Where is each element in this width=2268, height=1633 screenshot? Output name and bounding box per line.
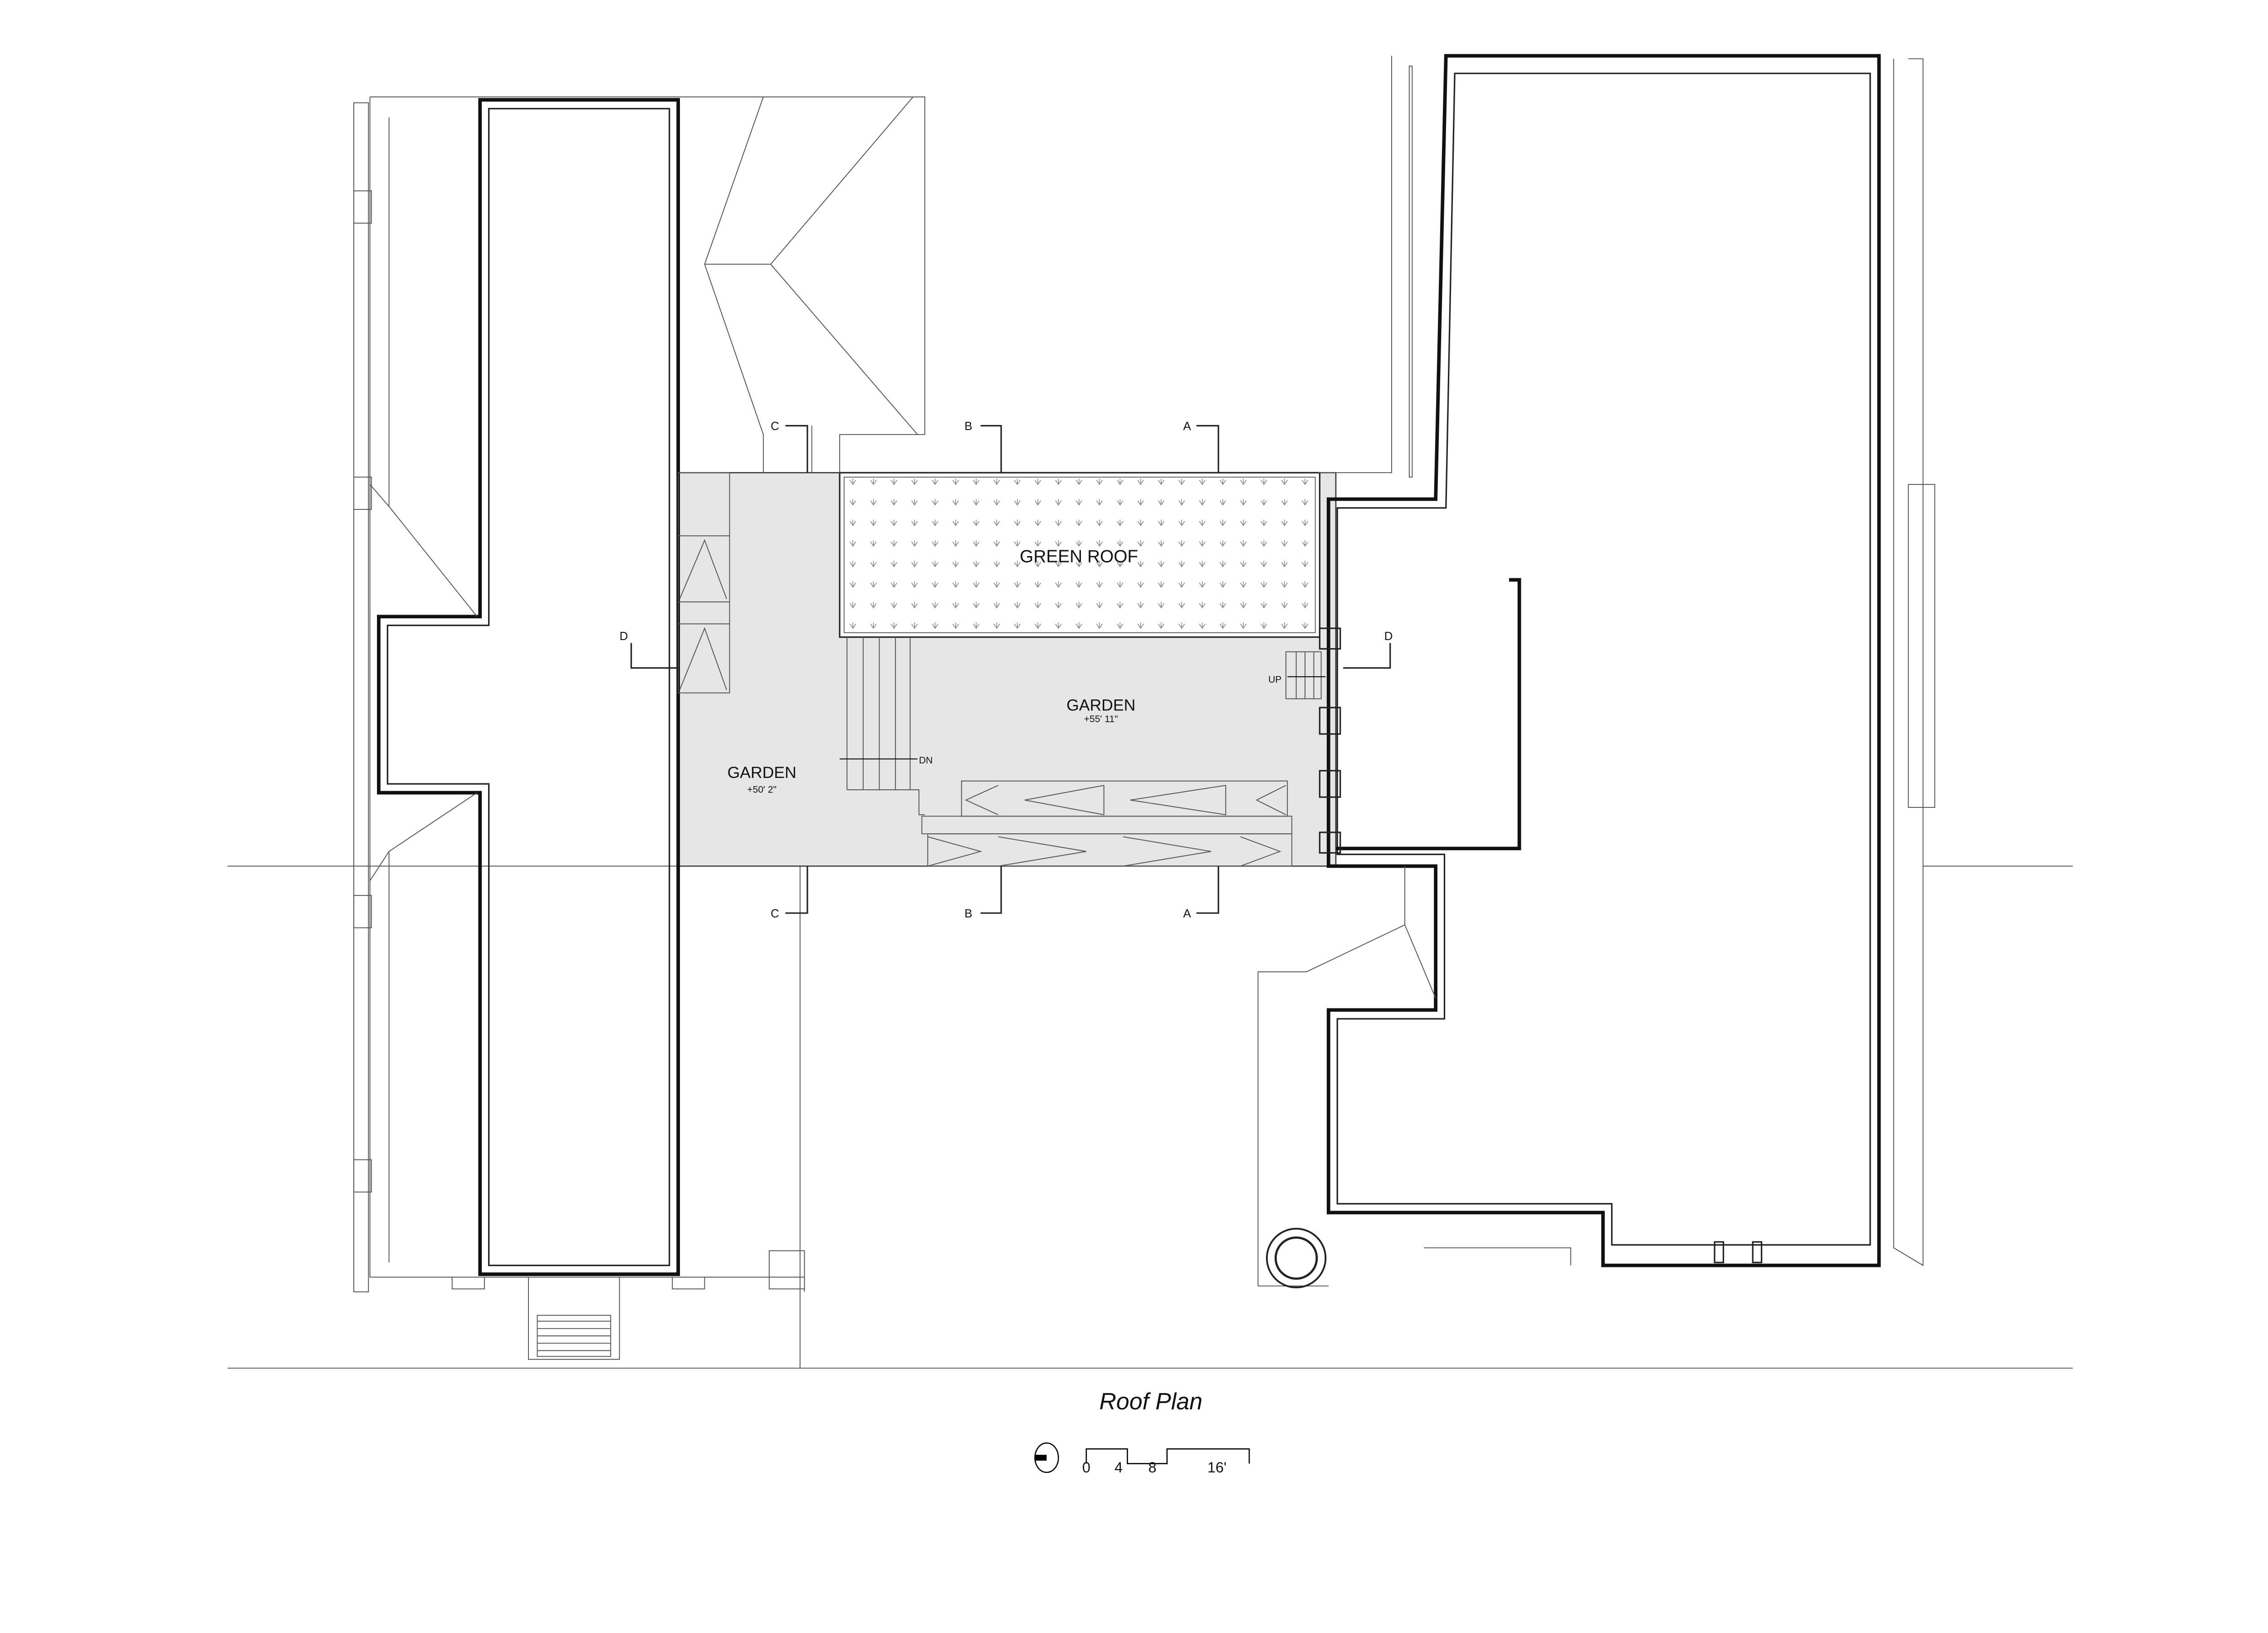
section-d-right: D — [1384, 630, 1393, 643]
section-markers — [630, 425, 1391, 914]
ground-lines — [227, 865, 2073, 1369]
green-roof — [839, 472, 1321, 638]
right-building — [1257, 54, 1936, 1289]
hip-roof — [704, 96, 918, 473]
garden-lower-elevation: +50' 2" — [747, 785, 777, 795]
planters-bottom — [921, 780, 1292, 867]
garden-upper-elevation: +55' 11" — [1084, 714, 1118, 724]
section-c-bottom: C — [771, 908, 779, 920]
stair-down-label: DN — [919, 755, 933, 766]
round-tower — [1266, 1227, 1327, 1289]
plan-svg: GREEN ROOF GARDEN +55' 11" GARDEN +50' 2… — [227, 54, 2073, 1476]
scale-tick-16: 16' — [1207, 1459, 1227, 1476]
drawing-title: Roof Plan — [1100, 1388, 1202, 1414]
section-a-top: A — [1183, 420, 1191, 433]
section-d-left: D — [620, 630, 628, 643]
stair-up-label: UP — [1268, 675, 1281, 685]
scale-bar — [1085, 1448, 1250, 1464]
section-b-top: B — [964, 420, 972, 433]
stair-up — [1285, 651, 1326, 699]
section-b-bottom: B — [964, 908, 972, 920]
north-arrow-icon — [1034, 1442, 1059, 1473]
garden-upper-label: GARDEN — [1066, 696, 1135, 714]
scale-tick-8: 8 — [1148, 1459, 1156, 1476]
section-a-bottom: A — [1183, 908, 1191, 920]
section-c-top: C — [771, 420, 779, 433]
stair-down — [840, 637, 925, 816]
garden-lower-label: GARDEN — [728, 763, 797, 782]
scale-tick-4: 4 — [1114, 1459, 1123, 1476]
green-roof-label: GREEN ROOF — [1020, 547, 1138, 566]
scale-tick-0: 0 — [1082, 1459, 1090, 1476]
planters-left — [678, 472, 730, 694]
roof-plan-drawing: GREEN ROOF GARDEN +55' 11" GARDEN +50' 2… — [227, 54, 2073, 1476]
